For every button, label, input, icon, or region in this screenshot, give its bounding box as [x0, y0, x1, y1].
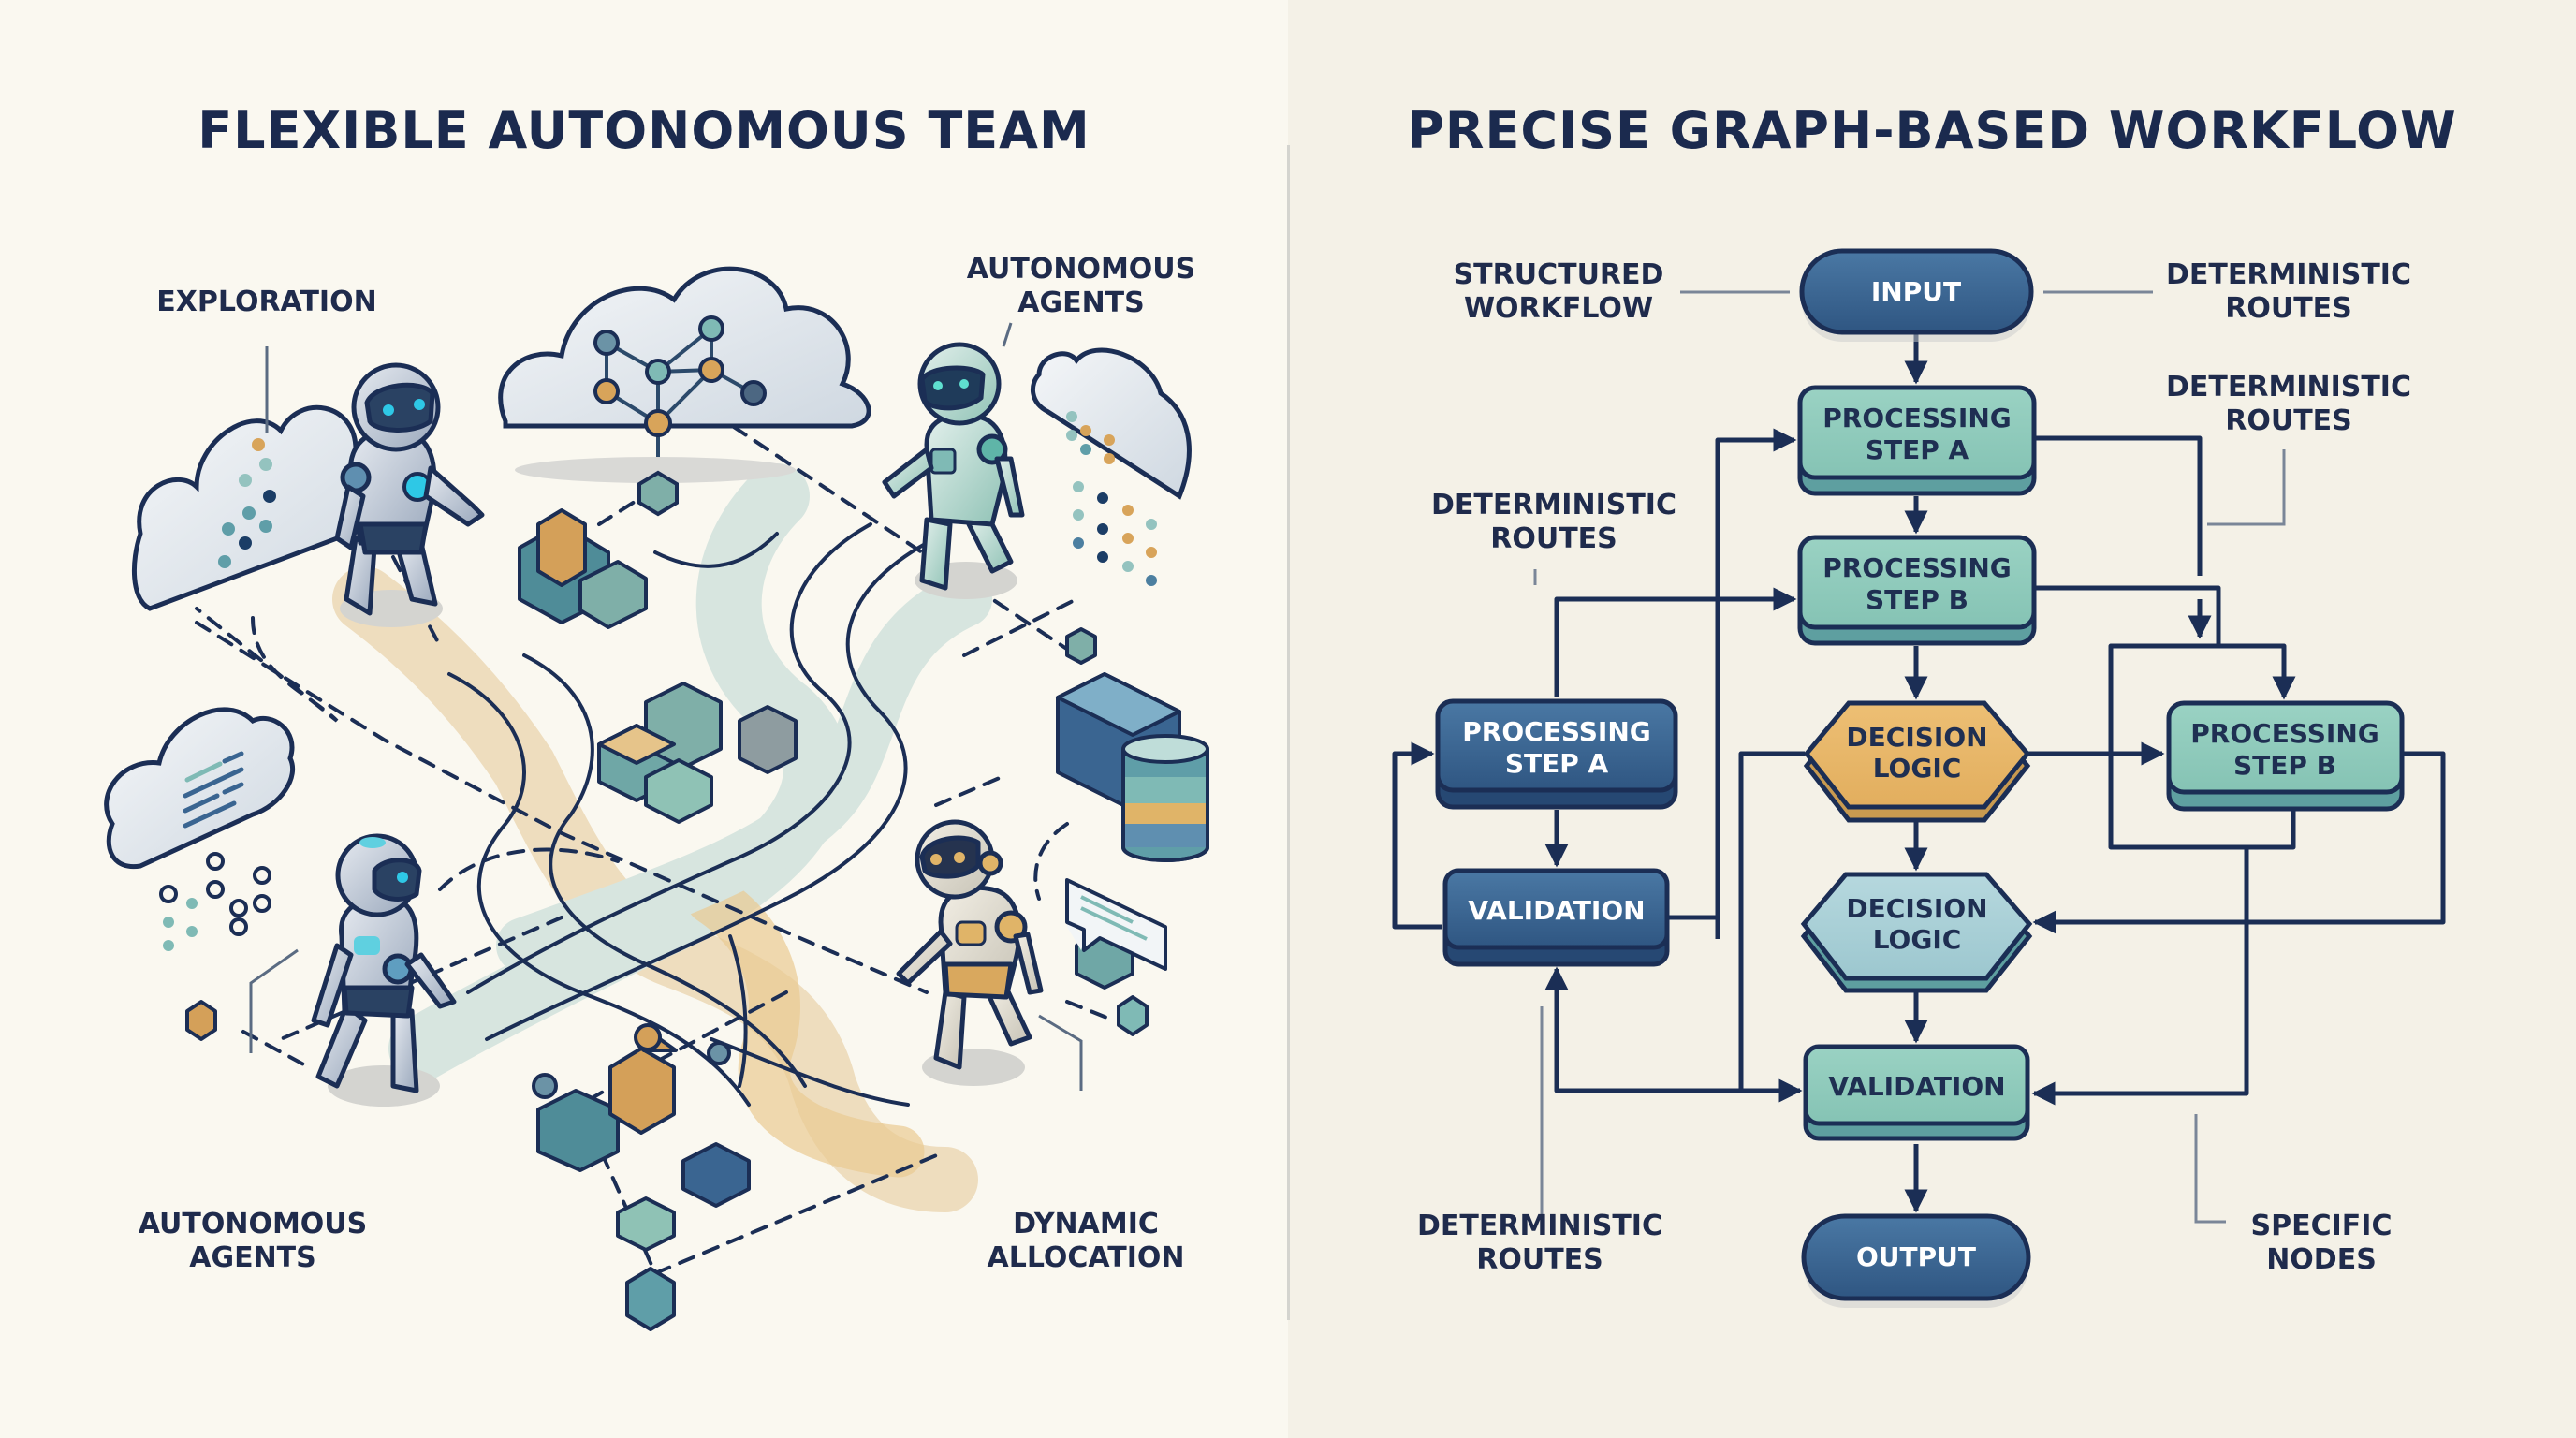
node-left-proc-a-line1: PROCESSING [1462, 716, 1650, 747]
node-decision-logic-primary[interactable]: DECISION LOGIC [1803, 700, 2031, 823]
node-input-label: INPUT [1871, 276, 1961, 307]
node-processing-step-a[interactable]: PROCESSING STEP A [1797, 385, 2037, 496]
edge-right-to-validation [2031, 847, 2249, 1106]
node-proc-b-line2: STEP B [1866, 584, 1969, 615]
panel-divider [1287, 145, 1290, 1320]
edge-to-right-proc-b [2111, 643, 2296, 700]
node-processing-step-b[interactable]: PROCESSING STEP B [1797, 535, 2037, 646]
node-decision-1-line2: LOGIC [1873, 753, 1962, 784]
node-right-proc-b-line1: PROCESSING [2190, 718, 2378, 749]
edge-decision-left-branch [1738, 751, 1805, 1091]
cube-cluster [185, 508, 1181, 1331]
right-panel-title: PRECISE GRAPH-BASED WORKFLOW [1407, 101, 2457, 160]
robot-walker [311, 833, 457, 1107]
sand-path-band-2 [685, 873, 925, 1178]
rain-cloud-icon [1030, 347, 1192, 586]
node-left-validation[interactable]: VALIDATION [1442, 868, 1670, 967]
node-decision-logic-secondary[interactable]: DECISION LOGIC [1800, 872, 2033, 993]
label-specific-nodes: SPECIFIC NODES [2250, 1210, 2393, 1276]
left-leader-lines [249, 322, 1083, 1091]
speech-bubble-icon [1065, 878, 1167, 971]
data-cloud-icon [131, 404, 393, 611]
database-icon [1121, 734, 1209, 862]
node-decision-2-line1: DECISION [1846, 893, 1987, 924]
dashed-connectors [195, 410, 1116, 1276]
robot-explorer [334, 362, 485, 627]
left-panel-title: FLEXIBLE AUTONOMOUS TEAM [198, 101, 1090, 160]
node-right-proc-b-line2: STEP B [2233, 750, 2336, 781]
edge-proc-a-right [2034, 435, 2203, 576]
label-dynamic-allocation: DYNAMIC ALLOCATION [987, 1208, 1185, 1274]
label-structured-workflow: STRUCTURED WORKFLOW [1453, 258, 1664, 325]
edge-left-loop-to-proc-a [1715, 428, 1797, 939]
edge-right-proc-b-out [2032, 751, 2446, 934]
message-cloud-icon [104, 707, 296, 951]
path-lines [447, 522, 929, 1107]
edge-left-to-proc-b [1554, 587, 1797, 697]
node-proc-a-line2: STEP A [1866, 434, 1969, 465]
robot-agent-teal [882, 342, 1025, 599]
label-deterministic-routes-bottom: DETERMINISTIC ROUTES [1417, 1210, 1662, 1276]
right-leader-lines [1533, 290, 2286, 1224]
flow-edges [1392, 333, 2446, 1213]
node-validation-label: VALIDATION [1828, 1071, 2005, 1102]
label-autonomous-agents-bottom: AUTONOMOUS AGENTS [138, 1208, 368, 1274]
node-left-processing-step-a[interactable]: PROCESSING STEP A [1435, 698, 1678, 810]
label-deterministic-routes-left: DETERMINISTIC ROUTES [1431, 489, 1676, 555]
label-deterministic-routes-top: DETERMINISTIC ROUTES [2166, 258, 2411, 325]
node-output-label: OUTPUT [1856, 1241, 1976, 1272]
label-autonomous-agents-top: AUTONOMOUS AGENTS [966, 253, 1196, 319]
node-right-processing-step-b[interactable]: PROCESSING STEP B [2166, 700, 2405, 812]
edge-left-to-validation-center [1554, 974, 1803, 1103]
node-decision-1-line1: DECISION [1846, 722, 1987, 753]
network-cloud-icon [498, 266, 871, 517]
node-output[interactable]: OUTPUT [1801, 1213, 2031, 1308]
label-deterministic-routes-right: DETERMINISTIC ROUTES [2166, 371, 2411, 437]
node-decision-2-line2: LOGIC [1873, 924, 1962, 955]
robot-allocator [896, 819, 1044, 1086]
node-left-proc-a-line2: STEP A [1505, 748, 1609, 779]
node-input[interactable]: INPUT [1799, 248, 2034, 342]
label-exploration: EXPLORATION [156, 286, 377, 318]
edge-left-loop-outer [1392, 741, 1442, 930]
node-proc-b-line1: PROCESSING [1822, 552, 2011, 583]
node-proc-a-line1: PROCESSING [1822, 403, 2011, 433]
node-validation[interactable]: VALIDATION [1803, 1044, 2030, 1141]
node-left-validation-label: VALIDATION [1468, 895, 1645, 926]
